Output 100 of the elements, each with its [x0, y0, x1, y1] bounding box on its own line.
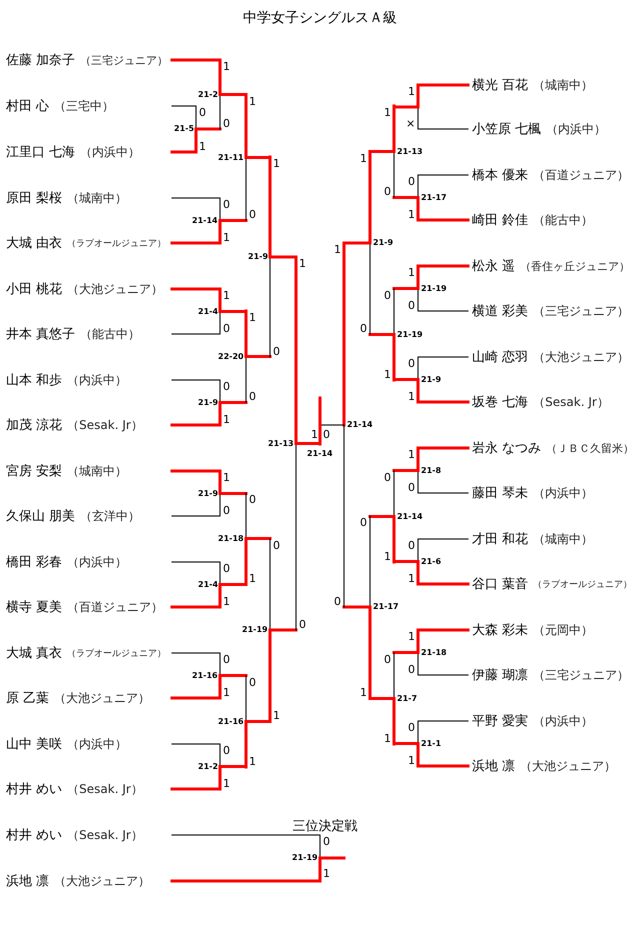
team-name: （三宅ジュニア） — [80, 52, 168, 68]
match-result: 1 — [223, 596, 230, 606]
match-result: 1 — [223, 290, 230, 300]
team-name: （百道ジュニア） — [533, 166, 630, 184]
player-name: 宮房 安梨 — [6, 463, 62, 480]
match-result: 1 — [273, 158, 280, 168]
team-name: （内浜中） — [67, 372, 128, 388]
player-name: 浜地 凛 — [6, 873, 50, 890]
match-result: 0 — [223, 198, 230, 210]
match-result: 0 — [408, 300, 415, 310]
match-score: 21-19 — [397, 330, 423, 338]
player-name: 崎田 鈴佳 — [472, 212, 528, 229]
match-result: 1 — [223, 686, 230, 698]
match-result: 0 — [223, 562, 230, 574]
match-score: 21-9 — [198, 398, 218, 406]
match-result: 1 — [408, 86, 415, 96]
section-heading: 三位決定戦 — [292, 820, 358, 832]
match-result: 1 — [384, 732, 391, 744]
match-result: 1 — [360, 686, 367, 698]
match-result: 0 — [408, 358, 415, 368]
player-name: 原田 梨桜 — [6, 190, 62, 207]
match-result: 0 — [273, 540, 280, 550]
player-name: 平野 愛実 — [472, 713, 528, 730]
team-name: （内浜中） — [546, 120, 606, 138]
match-result: 0 — [223, 654, 230, 664]
player-name: 加茂 涼花 — [6, 417, 62, 434]
match-result: 1 — [249, 756, 256, 766]
match-score: 21-6 — [421, 558, 442, 566]
match-result: 1 — [323, 868, 330, 878]
player-name: 浜地 凛 — [472, 758, 516, 775]
player-name: 山本 和歩 — [6, 372, 62, 389]
player-name: 久保山 朋美 — [6, 508, 76, 525]
match-score: 21-11 — [218, 154, 244, 162]
team-name: （三宅中） — [54, 98, 114, 114]
match-score: 21-14 — [347, 421, 373, 429]
player-name: 横光 百花 — [472, 77, 528, 94]
team-name: （ラブオールジュニア） — [67, 238, 166, 250]
match-result: 0 — [408, 722, 415, 732]
team-name: （Sesak. Jr） — [533, 394, 609, 410]
match-result: 1 — [384, 550, 391, 562]
match-score: 21-14 — [397, 512, 423, 520]
match-result: 0 — [360, 516, 367, 528]
match-result: 0 — [323, 836, 330, 846]
match-score: 21-19 — [421, 284, 447, 292]
match-score: 21-19 — [292, 854, 318, 862]
team-name: （城南中） — [533, 76, 594, 94]
match-score: 21-5 — [174, 125, 194, 133]
player-name: 大森 彩未 — [472, 622, 528, 639]
match-result: 1 — [311, 428, 318, 440]
match-score: 21-16 — [192, 672, 218, 680]
team-name: （香住ヶ丘ジュニア） — [520, 258, 630, 274]
match-result: 1 — [223, 232, 230, 242]
match-result: 1 — [249, 572, 256, 584]
match-score: 21-4 — [198, 580, 218, 588]
match-score: 21-9 — [198, 490, 218, 498]
match-result: 1 — [408, 572, 415, 584]
player-name: 江里口 七海 — [6, 144, 76, 161]
match-score: 21-9 — [248, 253, 268, 261]
match-score: 21-2 — [198, 90, 218, 98]
team-name: （大池ジュニア） — [67, 280, 164, 298]
match-score: 21-13 — [268, 440, 294, 448]
team-name: （能古中） — [533, 212, 594, 228]
match-score: 21-17 — [421, 194, 447, 202]
team-name: （大池ジュニア） — [54, 690, 150, 706]
player-name: 横道 彩美 — [472, 303, 528, 320]
team-name: （ＪＢＣ久留米） — [546, 440, 634, 456]
team-name: （Sesak. Jr） — [67, 826, 143, 844]
match-score: 21-2 — [198, 762, 218, 770]
team-name: （Sesak. Jr） — [67, 780, 143, 798]
match-result: 0 — [223, 504, 230, 516]
match-result: 1 — [408, 754, 415, 766]
player-name: 山中 美咲 — [6, 736, 62, 753]
match-result: 0 — [384, 290, 391, 300]
match-result: 1 — [408, 390, 415, 402]
match-result: 0 — [408, 482, 415, 492]
team-name: （内浜中） — [67, 554, 128, 570]
match-score: 21-14 — [192, 216, 218, 224]
match-result: 0 — [360, 322, 367, 334]
match-result: 1 — [334, 244, 341, 254]
match-score: 21-19 — [242, 626, 268, 634]
match-score: 21-18 — [421, 648, 447, 656]
team-name: （城南中） — [67, 462, 128, 480]
match-result: 0 — [384, 186, 391, 196]
match-result: 0 — [249, 390, 256, 402]
team-name: （ラブオールジュニア） — [533, 578, 632, 590]
match-score: 21-7 — [397, 694, 418, 702]
player-name: 横寺 夏美 — [6, 599, 62, 616]
player-name: 井本 真悠子 — [6, 326, 76, 343]
match-result: 0 — [384, 472, 391, 482]
player-name: 佐藤 加奈子 — [6, 52, 76, 69]
match-result: 1 — [249, 312, 256, 322]
player-name: 大城 真衣 — [6, 645, 62, 662]
player-name: 橋田 彩春 — [6, 554, 62, 571]
match-score: 21-16 — [218, 718, 244, 726]
team-name: （Sesak. Jr） — [67, 416, 143, 434]
team-name: （三宅ジュニア） — [533, 302, 630, 320]
match-result: 1 — [249, 96, 256, 106]
match-score: 21-8 — [421, 466, 442, 474]
match-result: 0 — [273, 346, 280, 356]
match-score: 21-14 — [307, 450, 333, 458]
